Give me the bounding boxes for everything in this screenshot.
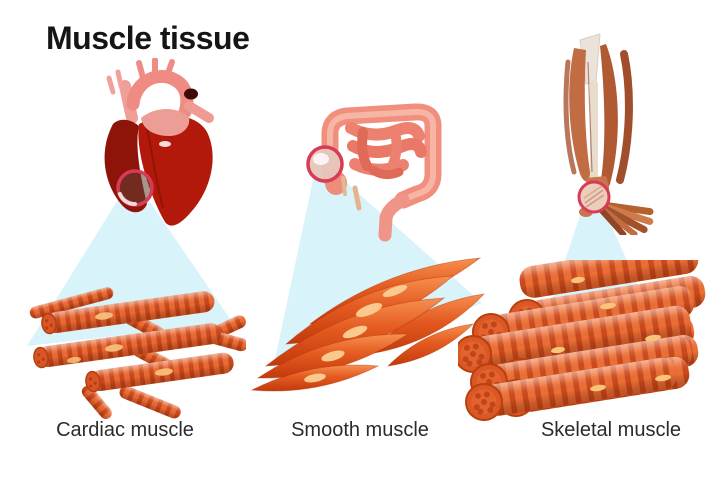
magnifier-circle-icon [577, 180, 611, 214]
cardiac-fiber-nuclei [67, 312, 173, 376]
skeletal-fiber-bundle [458, 260, 706, 421]
skeletal-fiber-nuclei [551, 276, 671, 392]
leg-muscles-icon [563, 33, 654, 235]
heart-vessels [106, 58, 214, 124]
label-cardiac-muscle: Cardiac muscle [56, 419, 194, 441]
magnifier-circle-icon [116, 169, 154, 207]
leg-muscle-bundles [563, 44, 633, 217]
heart-body [104, 109, 213, 226]
smooth-muscle-spindles [250, 257, 486, 392]
magnifier-circle-icon [306, 145, 344, 183]
heart-icon [104, 58, 214, 226]
label-skeletal-muscle: Skeletal muscle [540, 419, 682, 441]
smooth-muscle-cells-icon [250, 257, 486, 392]
skeletal-muscle-bundle-icon [458, 260, 706, 421]
cardiac-muscle-fibers-icon [29, 287, 246, 420]
smooth-muscle-nuclei [304, 285, 408, 383]
intestine-icon [306, 103, 442, 242]
cardiac-fiber-branches [29, 287, 246, 420]
page-title: Muscle tissue [46, 20, 250, 56]
large-intestine [321, 103, 442, 242]
foot-muscles [595, 200, 654, 235]
label-smooth-muscle: Smooth muscle [291, 419, 429, 441]
small-intestine [341, 122, 427, 211]
